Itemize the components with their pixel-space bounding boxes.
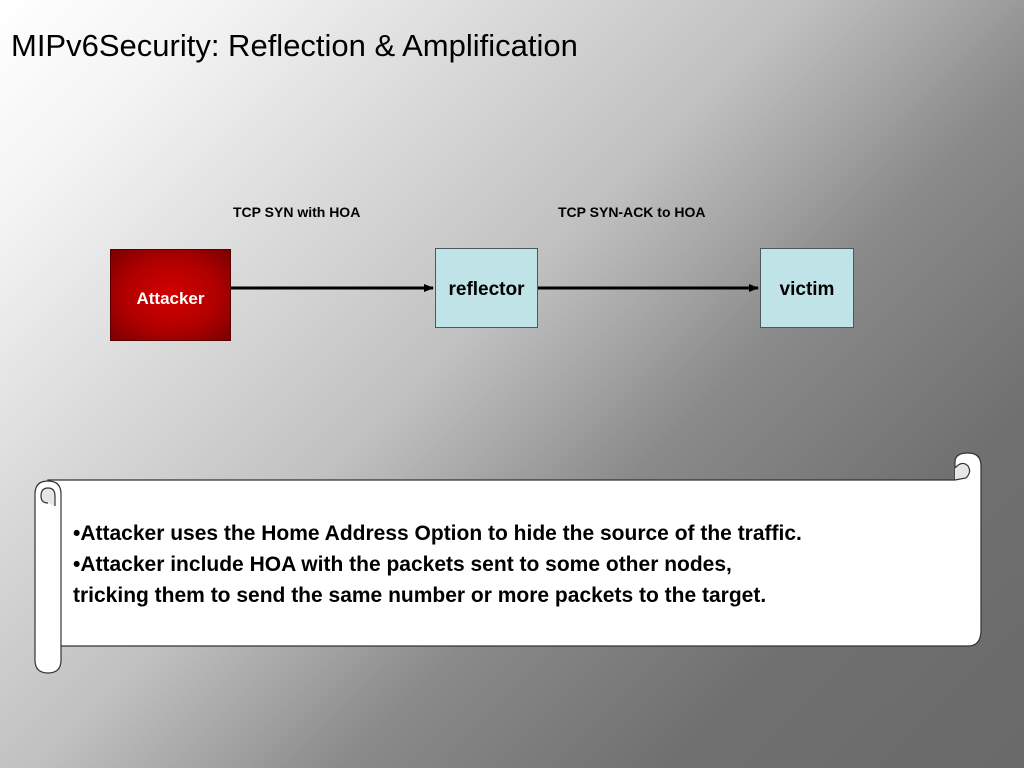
edge-label-syn-ack: TCP SYN-ACK to HOA bbox=[558, 204, 706, 220]
node-victim: victim bbox=[760, 248, 854, 328]
bullet-include-hoa-line-2: tricking them to send the same number or… bbox=[73, 584, 767, 607]
node-attacker: Attacker bbox=[110, 249, 231, 341]
node-victim-label: victim bbox=[779, 279, 835, 300]
edge-label-syn: TCP SYN with HOA bbox=[233, 204, 361, 220]
slide-title: MIPv6Security: Reflection & Amplificatio… bbox=[11, 28, 578, 63]
bullet-include-hoa-line-1: •Attacker include HOA with the packets s… bbox=[73, 553, 732, 576]
scroll-notes: •Attacker uses the Home Address Option t… bbox=[73, 518, 973, 611]
node-reflector-label: reflector bbox=[448, 279, 525, 300]
node-attacker-label: Attacker bbox=[136, 289, 205, 308]
bullet-hide-source: •Attacker uses the Home Address Option t… bbox=[73, 522, 802, 545]
node-reflector: reflector bbox=[435, 248, 538, 328]
